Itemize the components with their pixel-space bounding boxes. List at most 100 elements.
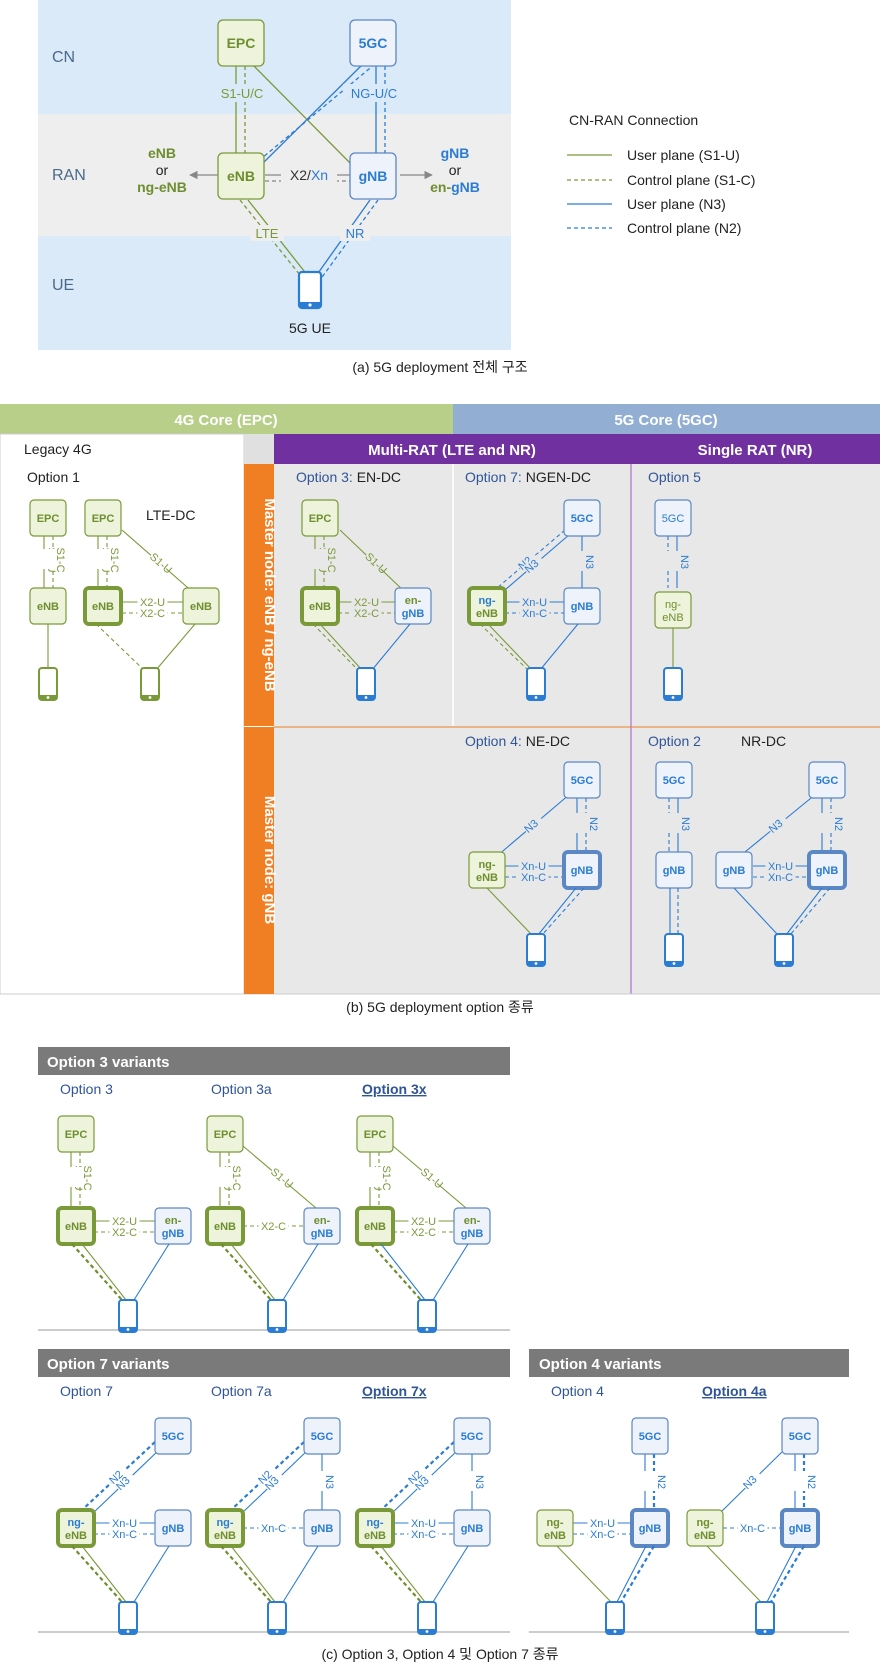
gnb-node	[563, 587, 601, 625]
gnb-node-label: gNB	[639, 1523, 662, 1535]
phone-icon	[297, 270, 323, 310]
diagram-label: N3	[678, 555, 690, 569]
5gc-node	[349, 19, 397, 67]
link-line	[71, 1243, 123, 1301]
header-4g-core	[0, 404, 453, 434]
gnb-node	[349, 152, 397, 200]
link-line	[616, 1545, 647, 1603]
gnb-node	[780, 1508, 820, 1548]
right-variant-line1: gNB	[441, 145, 470, 161]
link-line	[620, 1545, 655, 1603]
diagram-label: S1-C	[108, 547, 120, 572]
engnb-node	[394, 587, 432, 625]
multi-rat-header	[274, 434, 631, 464]
en-gnb-node-label: gNB	[311, 1228, 334, 1240]
5gc-node-label: 5GC	[663, 775, 686, 787]
link-line	[541, 887, 585, 936]
5gc-node	[453, 1417, 491, 1455]
option2-title: Option 2	[648, 733, 701, 749]
band-label-cn: CN	[52, 49, 75, 66]
legend-item-user-s1u: User plane (S1-U)	[627, 147, 740, 163]
link-line	[220, 1243, 272, 1301]
ng-enb-node-label: eNB	[476, 872, 498, 884]
option4-title: Option 4: NE-DC	[465, 733, 570, 749]
en-gnb-node-label: gNB	[162, 1228, 185, 1240]
5gc-node	[655, 761, 693, 799]
band-label-ran: RAN	[52, 167, 86, 184]
diagram-label: X2-U	[112, 1216, 137, 1228]
nr-label: NR	[346, 226, 365, 241]
left-variant-line3: ng-eNB	[137, 179, 187, 195]
gnb-node	[154, 1509, 192, 1547]
link-line	[282, 1545, 319, 1603]
engnb-node	[303, 1207, 341, 1245]
section-a-overall-architecture: CN RAN UE S1-U/C NG-U/C X2/Xn LTE NR EPC	[38, 0, 755, 375]
band-label-ue: UE	[52, 277, 74, 294]
ngenb-node	[467, 586, 507, 626]
section-c-variants: Option 3 variants Option 7 variants Opti…	[38, 1047, 849, 1662]
link-line	[539, 623, 579, 671]
link-line	[380, 1243, 426, 1301]
link-line	[371, 623, 411, 671]
link-line	[370, 1243, 422, 1301]
x2-xn-label: X2/Xn	[290, 167, 328, 183]
link-line	[789, 887, 831, 936]
ue-band	[38, 236, 511, 350]
5gc-node-label: 5GC	[662, 513, 685, 525]
diagram-label: S1-C	[81, 1165, 93, 1190]
5gc-node	[808, 761, 846, 799]
epc-node	[356, 1115, 394, 1153]
link-line	[81, 1545, 127, 1603]
diagram-label: S1-U	[268, 1166, 295, 1191]
svg-text:5G Core (5GC): 5G Core (5GC)	[614, 412, 717, 429]
ng-enb-node-label: eNB	[662, 612, 683, 624]
ng-enb-node-label: ng-	[478, 595, 495, 607]
option7a-variant-label: Option 7a	[211, 1383, 272, 1399]
enb-node-label: eNB	[309, 601, 331, 613]
svg-text:4G Core (EPC): 4G Core (EPC)	[174, 412, 277, 429]
phone-icon	[605, 1601, 625, 1635]
en-gnb-node-label: en-	[165, 1215, 182, 1227]
link-line	[370, 1545, 422, 1603]
phone-icon	[38, 667, 58, 701]
5gc-node	[154, 1417, 192, 1455]
legend-title: CN-RAN Connection	[569, 112, 698, 128]
cn-band	[38, 0, 511, 114]
epc-node	[206, 1115, 244, 1153]
diagram-label: N3	[583, 555, 595, 569]
epc-node-label: EPC	[227, 35, 256, 51]
diagram-label: Xn-C	[521, 872, 546, 884]
phone-icon	[755, 1601, 775, 1635]
epc-node-label: EPC	[214, 1129, 237, 1141]
enb-node	[83, 586, 123, 626]
ng-enb-node-label: ng-	[67, 1517, 84, 1529]
legend: CN-RAN Connection User plane (S1-U) Cont…	[567, 112, 755, 236]
single-rat-header	[631, 434, 880, 464]
gnb-node-label: gNB	[571, 601, 594, 613]
diagram-label: Xn-C	[522, 608, 547, 620]
link-line	[220, 1545, 272, 1603]
caption-b: (b) 5G deployment option 종류	[346, 999, 534, 1015]
legend-item-control-s1c: Control plane (S1-C)	[627, 172, 755, 188]
lte-label: LTE	[256, 226, 279, 241]
enb-node-label: eNB	[214, 1221, 236, 1233]
link-line	[487, 623, 533, 671]
link-line	[319, 623, 363, 671]
diagram-label: S1-C	[325, 547, 337, 572]
option3x-variant-label: Option 3x	[362, 1081, 427, 1097]
diagram-label: X2-C	[354, 608, 379, 620]
diagram-label: X2-U	[411, 1216, 436, 1228]
5gc-enb-control-link	[249, 63, 376, 169]
ngenb-node	[56, 1508, 96, 1548]
phone-icon	[417, 1601, 437, 1635]
master-enb-sidebar	[244, 464, 274, 726]
diagram-label: Xn-C	[740, 1523, 765, 1535]
5gc-enb-user-link	[257, 61, 366, 169]
right-variant-line3: en-gNB	[430, 179, 480, 195]
option4a-variant-label: Option 4a	[702, 1383, 767, 1399]
ng-enb-node-label: eNB	[544, 1530, 566, 1542]
epc-gnb-user-link	[249, 61, 356, 169]
